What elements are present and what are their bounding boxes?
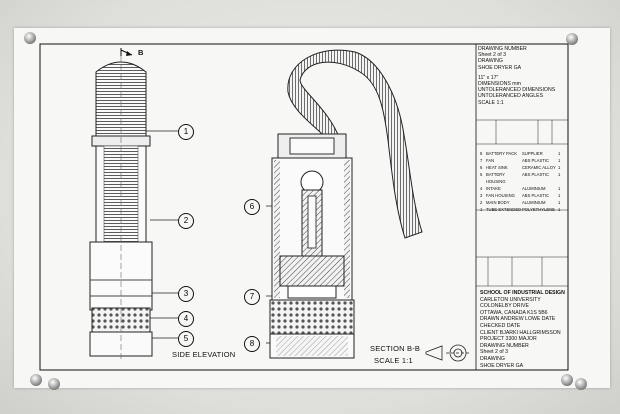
drawing-name-bottom: SHOE DRYER GA bbox=[480, 362, 524, 369]
untoleranced-angles: UNTOLERANCED ANGLES bbox=[478, 93, 544, 100]
sheet-bottom: Sheet 2 of 3 bbox=[480, 349, 508, 356]
callout-3: 3 bbox=[178, 286, 194, 302]
drawing-name: SHOE DRYER GA bbox=[478, 64, 522, 71]
drawing-number-label: DRAWING NUMBER bbox=[478, 46, 527, 52]
section-scale-label: SCALE 1:1 bbox=[374, 356, 413, 365]
drawing-label-bottom: DRAWING bbox=[480, 355, 505, 362]
callout-2: 2 bbox=[178, 213, 194, 229]
section-arrow-label: B bbox=[138, 48, 144, 57]
side-elevation-view bbox=[89, 48, 153, 360]
pin-icon bbox=[561, 374, 573, 386]
checked-by: CHECKED DATE bbox=[480, 322, 521, 329]
section-view bbox=[269, 49, 423, 359]
callout-8: 8 bbox=[244, 336, 260, 352]
drawn-by: DRAWN ANDREW LOWE DATE bbox=[480, 316, 556, 323]
client-name: CLIENT BJARKI HALLGRIMSSON bbox=[480, 329, 561, 336]
callout-4: 4 bbox=[178, 311, 194, 327]
project-name: PROJECT 3300 MAJOR bbox=[480, 336, 537, 343]
pin-icon bbox=[566, 33, 578, 45]
untoleranced-dimensions: UNTOLERANCED DIMENSIONS bbox=[478, 87, 556, 94]
drawing-scale: SCALE 1:1 bbox=[478, 99, 504, 106]
side-elevation-label: SIDE ELEVATION bbox=[172, 350, 236, 359]
callout-6: 6 bbox=[244, 199, 260, 215]
section-label: SECTION B-B bbox=[370, 344, 421, 353]
paper-size: 11" x 17" bbox=[478, 74, 499, 81]
callout-5: 5 bbox=[178, 331, 194, 347]
dimensions-unit: DIMENSIONS mm bbox=[478, 81, 521, 88]
projection-symbol-icon bbox=[425, 344, 470, 362]
sheet-number: Sheet 2 of 3 bbox=[478, 52, 506, 59]
school-name: SCHOOL OF INDUSTRIAL DESIGN bbox=[480, 290, 565, 296]
street-address: COLONELBY DRIVE bbox=[480, 303, 529, 310]
university-name: CARLETON UNIVERSITY bbox=[480, 296, 541, 303]
callout-7: 7 bbox=[244, 289, 260, 305]
title-block: DRAWING NUMBER Sheet 2 of 3 DRAWING SHOE… bbox=[478, 46, 576, 106]
pin-icon bbox=[48, 378, 60, 390]
pin-icon bbox=[575, 378, 587, 390]
drawing-label: DRAWING bbox=[478, 58, 503, 65]
pin-icon bbox=[30, 374, 42, 386]
drawing-number-bottom: DRAWING NUMBER bbox=[480, 342, 529, 349]
pin-icon bbox=[24, 32, 36, 44]
city-address: OTTAWA, CANADA K1S 5B6 bbox=[480, 309, 548, 316]
title-block-lower: SCHOOL OF INDUSTRIAL DESIGN CARLETON UNI… bbox=[480, 290, 566, 369]
callout-1: 1 bbox=[178, 124, 194, 140]
